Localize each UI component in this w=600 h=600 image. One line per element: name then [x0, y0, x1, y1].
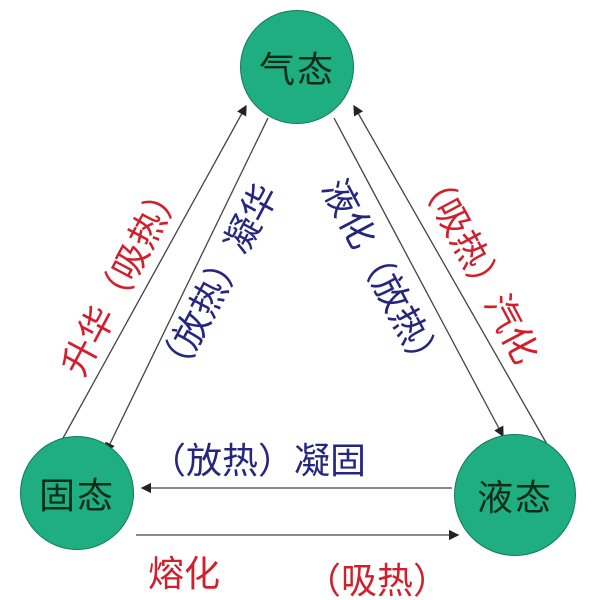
node-solid: 固态: [20, 436, 134, 550]
label-melting: 熔化: [148, 554, 221, 595]
arrow-solid-to-gas: [61, 104, 247, 441]
node-gas: 气态: [240, 10, 354, 124]
label-melting-heat: （吸热）: [305, 561, 450, 600]
node-liquid-label: 液态: [476, 478, 553, 519]
arrow-gas-to-solid: [105, 117, 269, 454]
node-solid-label: 固态: [38, 476, 115, 517]
arrow-gas-to-liquid: [333, 117, 504, 438]
arrow-liquid-to-gas: [353, 104, 549, 447]
node-liquid: 液态: [454, 434, 576, 556]
label-solidification: （放热）凝固: [150, 441, 367, 482]
node-gas-label: 气态: [258, 50, 335, 91]
